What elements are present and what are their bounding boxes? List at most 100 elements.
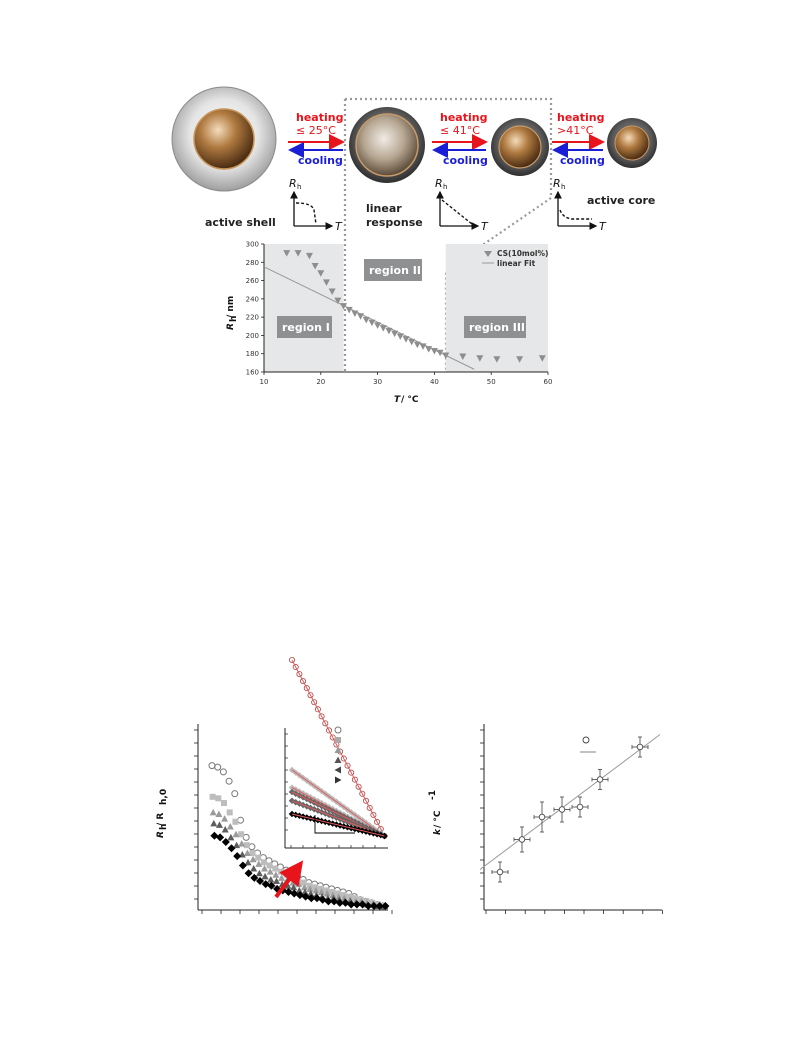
data-point (375, 902, 384, 910)
data-point (318, 888, 325, 895)
state-label-linear: linear (366, 202, 402, 215)
inset-fit-line (291, 769, 385, 837)
y-tick-label: 160 (246, 369, 259, 377)
legend-marker-circle (582, 736, 590, 744)
data-point (210, 819, 218, 827)
y-tick-label: 220 (246, 314, 259, 322)
data-point (357, 313, 365, 320)
y-axis-title: k / °C -1 (428, 790, 443, 835)
data-point (244, 858, 252, 866)
data-point (231, 790, 239, 798)
inset-legend-marker (335, 776, 342, 784)
x-tick-label: 10 (260, 378, 269, 386)
data-point (329, 891, 337, 899)
data-point (267, 881, 276, 890)
data-point (300, 883, 308, 891)
y-axis-sup: -1 (428, 790, 438, 800)
y-axis-sub: h (229, 316, 239, 322)
data-point (362, 316, 370, 324)
data-point (233, 852, 242, 861)
x-tick-label: 50 (487, 378, 496, 386)
data-point (323, 887, 330, 894)
inset-data-point (348, 769, 355, 776)
x-tick-label: 20 (316, 378, 325, 386)
inset-data-point (351, 776, 358, 783)
inset-data-point (314, 706, 321, 713)
data-point (221, 838, 230, 847)
data-point (396, 333, 404, 340)
data-point (221, 815, 229, 822)
y-tick-label: 280 (246, 259, 259, 267)
data-point (238, 861, 247, 870)
y-axis-rest: / R (156, 813, 166, 826)
data-point (243, 842, 250, 849)
data-point (216, 833, 225, 842)
particle-active-shell (171, 86, 277, 192)
data-point (266, 862, 273, 869)
y-tick-label: 180 (246, 350, 259, 358)
data-point (345, 306, 353, 314)
data-point (214, 763, 222, 771)
heating-label: heating (557, 111, 604, 124)
data-point (209, 793, 216, 800)
data-point (317, 270, 325, 277)
y-axis-symbol: R (156, 831, 166, 838)
transition-1: heating ≤ 25°C cooling (288, 111, 345, 167)
y-axis-sub2: h,0 (159, 789, 169, 805)
data-point (306, 885, 314, 892)
data-point (261, 872, 269, 880)
legend: CS(10mol%) linear Fit (482, 249, 548, 268)
data-point (249, 855, 257, 863)
heating-condition: ≤ 25°C (296, 124, 336, 137)
data-point (244, 869, 253, 878)
mini-axis-y: R (435, 177, 443, 190)
y-tick-label: 300 (246, 241, 259, 249)
region-i-label: region I (282, 321, 330, 334)
y-axis-title: R h / nm (226, 296, 239, 330)
data-point (335, 898, 344, 907)
data-point-with-errorbars (631, 736, 649, 758)
data-point (352, 900, 361, 909)
inset-legend-marker (334, 746, 342, 753)
data-point (459, 353, 467, 360)
mini-axis-y: R (289, 177, 297, 190)
data-point-with-errorbars (533, 801, 551, 833)
data-point (347, 900, 356, 909)
data-point (249, 849, 256, 856)
particle-active-core (607, 118, 657, 168)
heating-label: heating (440, 111, 487, 124)
x-tick-label: 60 (544, 378, 553, 386)
inset-data-point (344, 762, 351, 769)
data-point (516, 356, 524, 363)
inset-legend-marker (335, 737, 341, 743)
mini-axis-x: T (481, 220, 489, 233)
region-iii-background (445, 244, 548, 372)
transition-3: heating >41°C cooling (552, 111, 605, 167)
data-point (284, 887, 293, 896)
data-point (430, 347, 438, 355)
data-point (391, 330, 399, 338)
legend-entry-data: CS(10mol%) (497, 249, 548, 258)
data-point (329, 888, 336, 895)
heating-condition: ≤ 41°C (440, 124, 480, 137)
data-point (322, 279, 330, 286)
cooling-label: cooling (560, 154, 605, 167)
region-i-background (264, 244, 344, 372)
data-point (402, 336, 410, 343)
region-ii-label: region II (369, 264, 421, 277)
data-point (221, 826, 229, 833)
data-point (232, 830, 240, 838)
data-point (261, 865, 268, 872)
data-point (330, 897, 339, 906)
data-point (255, 860, 263, 867)
data-point (210, 831, 219, 840)
y-tick-label: 260 (246, 277, 259, 285)
data-point (261, 880, 270, 889)
data-point (370, 902, 378, 910)
data-point (238, 840, 246, 847)
data-point (341, 898, 350, 907)
inset-data-point (374, 818, 381, 825)
data-point (364, 902, 373, 910)
data-point (272, 871, 280, 878)
cooling-label: cooling (298, 154, 343, 167)
